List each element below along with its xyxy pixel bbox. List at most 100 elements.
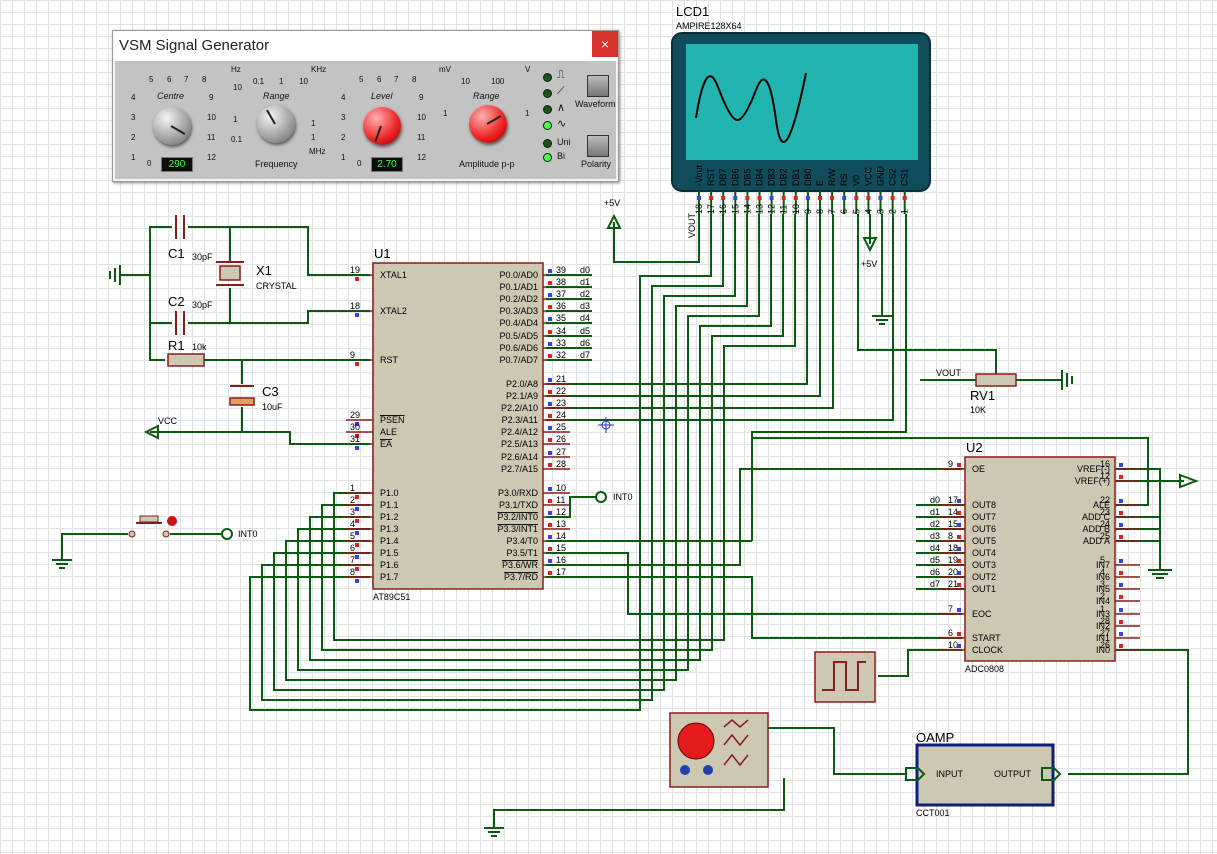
u2-pin-number: 21: [948, 579, 958, 589]
u1-pin-name: P1.1: [380, 500, 399, 510]
frequency-range-knob[interactable]: [257, 105, 295, 143]
polarity-button[interactable]: [587, 135, 609, 157]
u1-pin-name: P2.0/A8: [506, 379, 538, 389]
c1-ref: C1: [168, 246, 185, 261]
pin-marker: [355, 277, 359, 281]
lcd-pin-name: CS2: [888, 168, 898, 186]
sine-wave-led[interactable]: [543, 121, 552, 130]
u2-pin-name: IN6: [1096, 572, 1110, 582]
rv1-potentiometer[interactable]: VOUT RV1 10K: [920, 368, 1073, 415]
oamp-output: OUTPUT: [994, 769, 1032, 779]
pin-marker: [805, 196, 810, 200]
u1-pin-number: 16: [556, 555, 566, 565]
lcd1[interactable]: LCD1 AMPIRE128X64 -Vout18RST17DB716DB615…: [671, 4, 931, 214]
level-control[interactable]: 5 6 7 8 4 9 3 10 2 11 1 12 0 Level 2.70: [341, 75, 426, 172]
u1-pin-number: 10: [556, 483, 566, 493]
u2-pin-name: IN1: [1096, 633, 1110, 643]
level-knob[interactable]: [363, 107, 401, 145]
function-generator[interactable]: [484, 712, 906, 837]
u1-pin-name: P0.4/AD4: [499, 318, 538, 328]
int0-pushbutton[interactable]: INT0: [52, 515, 258, 569]
lcd-pin-number: 1: [900, 209, 910, 214]
u2-pin-name: VREF(+): [1075, 476, 1110, 486]
u1-pin-number: 36: [556, 301, 566, 311]
pin-marker: [1119, 571, 1123, 575]
pin-marker: [548, 523, 552, 527]
u2-pin-name: OUT5: [972, 536, 996, 546]
oamp-subcircuit[interactable]: OAMP INPUT OUTPUT CCT001: [905, 730, 1062, 818]
u2-pin-number: 28: [1100, 616, 1110, 626]
bi-led[interactable]: [543, 153, 552, 162]
u1-pin-number: 12: [556, 507, 566, 517]
level-readout: 2.70: [371, 157, 403, 172]
uni-led[interactable]: [543, 139, 552, 148]
u1-pin-number: 30: [350, 422, 360, 432]
plus5v-label-b: +5V: [861, 259, 877, 269]
pin-marker: [1119, 583, 1123, 587]
r1-ref: R1: [168, 338, 185, 353]
close-button[interactable]: ×: [592, 31, 618, 57]
u1-pin-name: P1.3: [380, 524, 399, 534]
u1-pin-name: P2.5/A13: [501, 439, 538, 449]
lcd-pin-number: 7: [827, 209, 837, 214]
signal-generator-window[interactable]: VSM Signal Generator × 5 6 7 8 4 9 3 10 …: [112, 30, 619, 182]
oamp-input: INPUT: [936, 769, 964, 779]
oamp-part: CCT001: [916, 808, 950, 818]
lcd-pin-name: DB1: [791, 168, 801, 186]
u1-pin-name: XTAL1: [380, 270, 407, 280]
u1-pin-number: 33: [556, 338, 566, 348]
sawtooth-wave-led[interactable]: [543, 89, 552, 98]
pin-marker: [957, 523, 961, 527]
oscillator-reset-network: C1 30pF C2 30pF X1 CRYSTAL R1 10k C3 10u…: [109, 215, 370, 445]
triangle-wave-led[interactable]: [543, 105, 552, 114]
u2-pin-name: ADD B: [1082, 524, 1110, 534]
pin-marker: [355, 422, 359, 426]
u1-net-label: d0: [580, 265, 590, 275]
u1-pin-name: P0.1/AD1: [499, 282, 538, 292]
u2-pin-name: OUT6: [972, 524, 996, 534]
lcd-pin-number: 9: [803, 209, 813, 214]
centre-knob[interactable]: [153, 107, 191, 145]
pin-marker: [548, 426, 552, 430]
u1-pin-number: 4: [350, 519, 355, 529]
u2-pin-number: 22: [1100, 495, 1110, 505]
u2-pin-name: OUT7: [972, 512, 996, 522]
u1-pin-name: P0.0/AD0: [499, 270, 538, 280]
pin-marker: [355, 519, 359, 523]
u1-pin-name: P3.0/RXD: [498, 488, 539, 498]
u1-pin-name: P0.3/AD3: [499, 306, 538, 316]
u2-pin-number: 25: [1100, 531, 1110, 541]
u1-pin-name: P0.7/AD7: [499, 355, 538, 365]
pin-marker: [1119, 559, 1123, 563]
lcd-pin-number: 11: [779, 205, 789, 214]
pin-marker: [355, 531, 359, 535]
lcd-pin-number: 17: [706, 204, 716, 214]
amplitude-range-control[interactable]: mV V 10 100 1 1 Range Amplitude p-p: [439, 65, 531, 169]
siggen-titlebar[interactable]: VSM Signal Generator ×: [113, 31, 618, 61]
lcd-pin-number: 2: [888, 209, 898, 214]
pin-marker: [1119, 632, 1123, 636]
crosshair-cursor: [598, 417, 614, 433]
u2-pin-number: 1: [1100, 604, 1105, 614]
u1-pin-name: P3.4/T0: [506, 536, 538, 546]
bi-label: Bi: [557, 151, 566, 161]
square-wave-led[interactable]: [543, 73, 552, 82]
pin-marker: [957, 535, 961, 539]
frequency-label: Frequency: [255, 159, 298, 169]
waveform-button[interactable]: [587, 75, 609, 97]
clock-generator[interactable]: [814, 651, 876, 703]
frequency-range-control[interactable]: Hz KHz 10 0.1 1 10 1 0.1 1 1 MHz Range F…: [231, 65, 327, 169]
lcd-pin-name: DB0: [803, 168, 813, 186]
u1-pin-number: 35: [556, 313, 566, 323]
centre-readout: 290: [161, 157, 193, 172]
u1-pin-number: 31: [350, 434, 360, 444]
amplitude-range-knob[interactable]: [469, 105, 507, 143]
u2-pin-number: 24: [1100, 519, 1110, 529]
centre-control[interactable]: 5 6 7 8 4 9 3 10 2 11 1 12 0 Centre 290: [131, 75, 216, 172]
pin-marker: [548, 438, 552, 442]
u1-pin-number: 26: [556, 434, 566, 444]
square-wave-icon: ⎍: [557, 69, 565, 81]
